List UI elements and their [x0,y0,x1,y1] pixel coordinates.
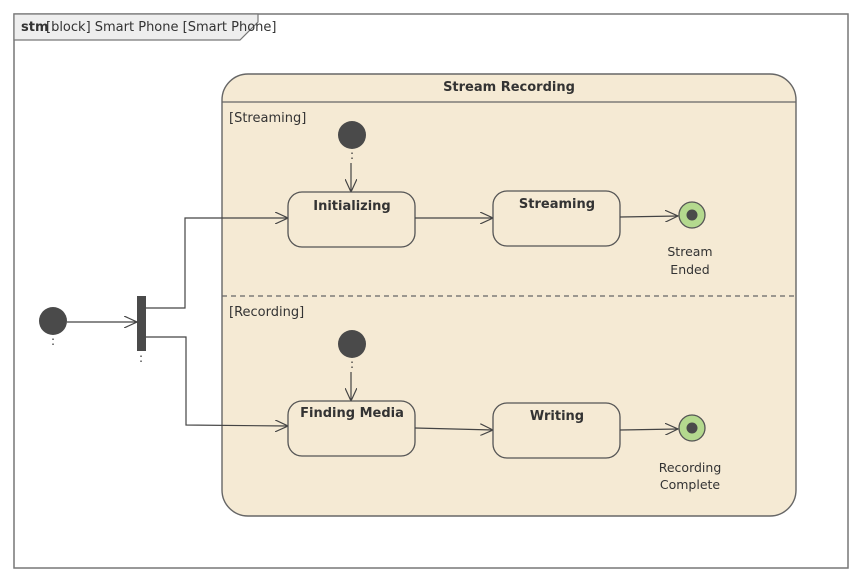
final-node-recording-complete-core [686,422,698,434]
initial-node-label: : [51,334,55,348]
final-node-stream-ended-core [686,209,698,221]
transition-writing-to-final[interactable] [619,429,678,430]
region-initial-label-recording: : [350,357,354,371]
fork-bar[interactable] [137,296,146,351]
transition-finding-media-to-writing[interactable] [414,428,493,430]
state-streaming-label: Streaming [519,197,595,212]
transition-fork-to-finding-media[interactable] [146,336,288,426]
region-label-streaming: [Streaming] [229,111,306,126]
region-initial-node-streaming[interactable] [338,121,366,149]
transition-fork-to-initializing[interactable] [146,218,288,309]
region-initial-label-streaming: : [350,148,354,162]
final-label-recording-complete-2: Complete [660,477,721,492]
transition-streaming-to-final[interactable] [619,216,678,217]
final-label-recording-complete-1: Recording [659,460,722,475]
state-initializing[interactable] [287,191,416,248]
state-finding-media-label: Finding Media [300,406,404,421]
frame-keyword: stm [21,20,49,35]
state-streaming[interactable] [492,190,621,247]
fork-label: : [139,351,143,365]
region-initial-node-recording[interactable] [338,330,366,358]
final-label-stream-ended-2: Ended [670,262,709,277]
composite-state-title: Stream Recording [443,80,575,95]
state-initializing-label: Initializing [313,199,391,214]
frame-title: [block] Smart Phone [Smart Phone] [46,20,277,35]
state-writing-label: Writing [530,409,584,424]
final-label-stream-ended-1: Stream [667,244,712,259]
region-label-recording: [Recording] [229,305,304,320]
state-writing[interactable] [492,402,621,459]
initial-node[interactable] [39,307,67,335]
frame-title-tab [13,13,259,41]
